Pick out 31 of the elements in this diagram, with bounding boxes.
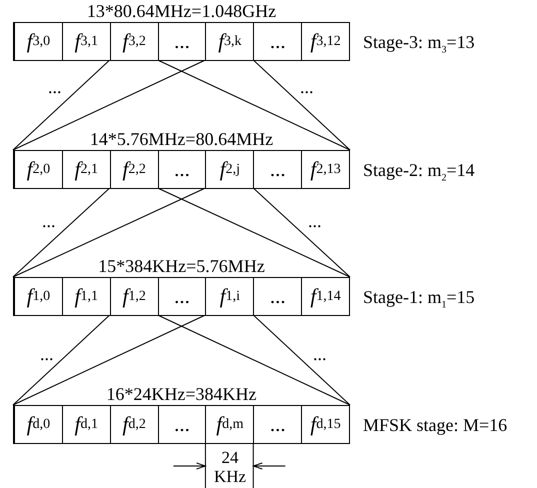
ellipsis: ... [313, 345, 326, 363]
leader-line [252, 60, 350, 150]
leader-line [157, 60, 350, 150]
ellipsis: ... [300, 78, 314, 96]
row-heading: 16*24KHz=384KHz [105, 384, 258, 404]
dimension-label: 24 KHz [212, 448, 248, 486]
leader-line [157, 188, 350, 278]
leader-line [12, 314, 206, 406]
leader-line [12, 188, 206, 278]
frequency-cell: ... [158, 151, 206, 188]
stage-label: MFSK stage: M=16 [363, 415, 508, 435]
stage-label: Stage-1: m$_{1}$=15 [363, 287, 475, 313]
ellipsis: ... [40, 345, 54, 363]
row-heading: 15*384KHz=5.76MHz [97, 256, 266, 276]
leader-line [252, 314, 350, 406]
row-heading: 13*80.64MHz=1.048GHz [86, 1, 278, 21]
leader-line [12, 314, 110, 406]
stage-label: Stage-3: m$_{3}$=13 [363, 32, 475, 58]
leader-line [12, 60, 206, 150]
leader-line [252, 188, 350, 278]
frequency-cell: ... [158, 406, 206, 443]
frequency-cell: ... [158, 278, 206, 315]
leader-line [12, 188, 110, 278]
ellipsis: ... [42, 212, 56, 230]
leader-line [157, 314, 350, 406]
frequency-cell: ... [158, 23, 206, 60]
ellipsis: ... [48, 78, 62, 96]
leader-line [12, 60, 110, 150]
stage-label: Stage-2: m$_{2}$=14 [363, 160, 475, 186]
ellipsis: ... [308, 212, 322, 230]
row-heading: 14*5.76MHz=80.64MHz [88, 129, 274, 149]
